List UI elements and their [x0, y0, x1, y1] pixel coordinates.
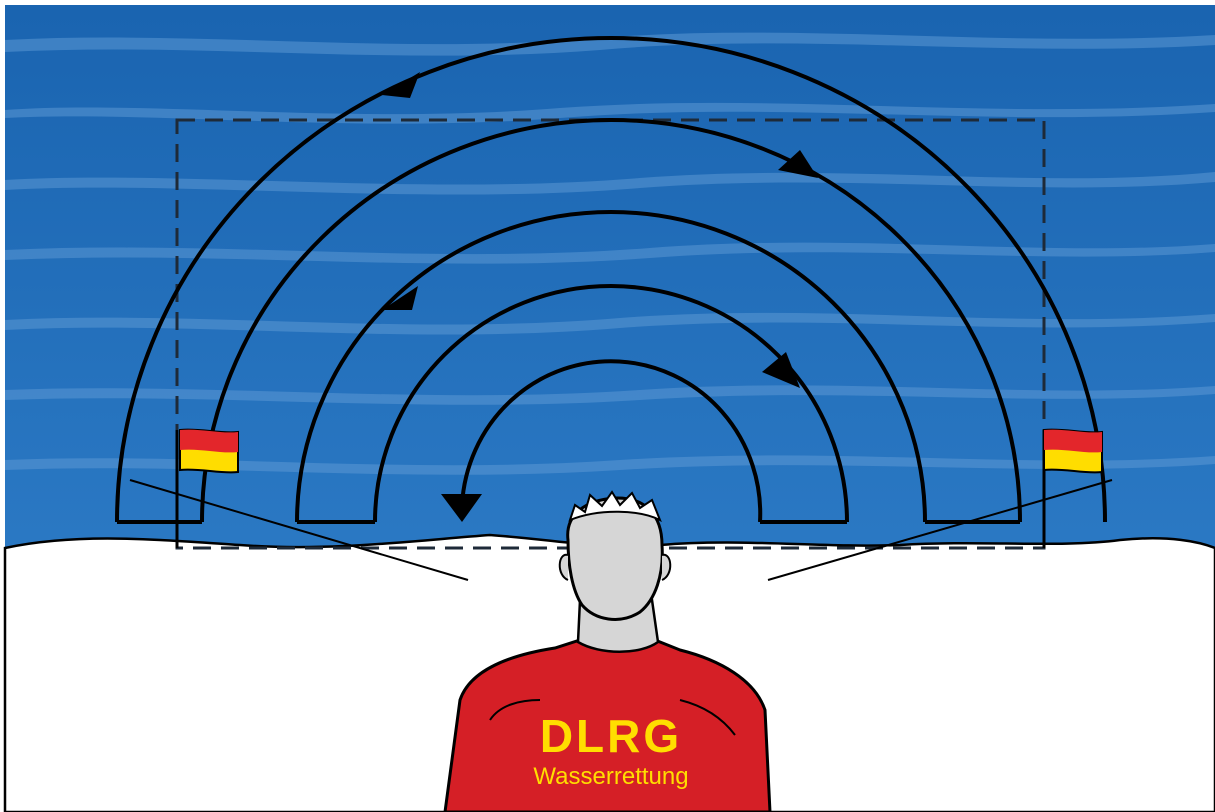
shirt-subtitle-label: Wasserrettung: [533, 763, 688, 790]
shirt-brand-label: DLRG: [540, 710, 682, 762]
